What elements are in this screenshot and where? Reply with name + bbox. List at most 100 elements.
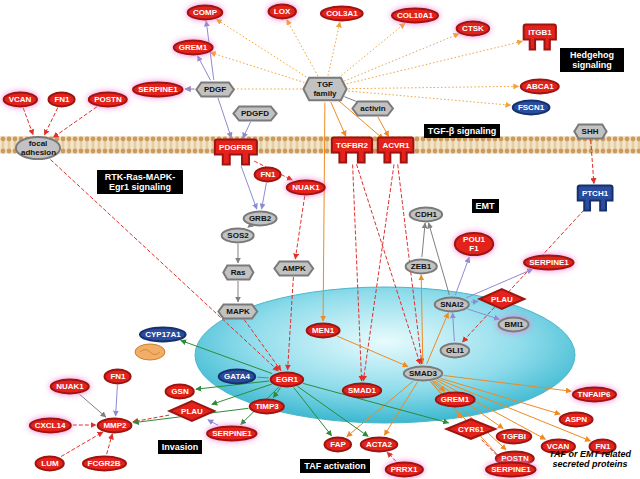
gene-label: GRB2 <box>249 214 271 223</box>
pathway-tag: TAF activation <box>300 459 369 473</box>
gene-label: NUAK1 <box>56 382 84 391</box>
receptor-shape: PTCH1 <box>577 185 613 211</box>
node-fill <box>480 289 525 309</box>
node-fill <box>303 78 346 101</box>
gene-label: POSTN <box>94 95 122 104</box>
node-fill <box>255 167 281 181</box>
gene-ellipse: SOS2 <box>221 228 254 243</box>
interaction-line <box>436 380 545 439</box>
interaction-line <box>323 103 325 322</box>
gene-label: PLAU <box>491 295 513 304</box>
group-note: TAF or EMT related secreted proteins <box>545 449 635 469</box>
gene-ellipse: FAP <box>324 437 352 452</box>
interaction-line <box>591 140 594 184</box>
interaction-line <box>471 301 478 303</box>
gene-ellipse: FN1 <box>254 167 281 182</box>
node-fill <box>170 401 215 421</box>
gene-label: PDGFRB <box>219 143 253 152</box>
gene-label: FN1 <box>260 170 275 179</box>
ligand-hexagon: activin <box>352 101 393 116</box>
interaction-line <box>181 340 273 373</box>
gene-ellipse: SNAI2 <box>434 297 470 312</box>
node-fill <box>378 138 414 163</box>
gene-label: SERPINE1 <box>529 258 569 267</box>
interaction-line <box>248 226 250 228</box>
ligand-hexagon: TGF family <box>303 77 347 101</box>
node-fill <box>105 369 131 383</box>
node-fill <box>392 8 438 22</box>
interaction-line <box>438 379 590 441</box>
interaction-line <box>107 434 113 454</box>
interaction-line <box>468 309 500 319</box>
interaction-line <box>238 281 239 302</box>
node-fill <box>410 207 442 221</box>
interaction-line <box>455 257 469 295</box>
gene-ellipse: GLI1 <box>440 343 470 358</box>
gene-ellipse: GREM1 <box>435 392 475 407</box>
interaction-line <box>353 165 362 382</box>
node-fill <box>325 437 351 451</box>
interaction-line <box>378 117 389 137</box>
gene-label: ABCA1 <box>526 82 554 91</box>
ligand-hexagon: AMPK <box>274 261 314 276</box>
node-fill <box>3 92 36 106</box>
gene-ellipse: FN1 <box>48 92 75 107</box>
interaction-line <box>421 275 423 364</box>
gene-ellipse: EGR1 <box>270 372 304 387</box>
gene-ellipse: SMAD3 <box>403 366 443 381</box>
node-fill <box>385 463 422 477</box>
gene-ellipse: TIMP3 <box>249 399 285 414</box>
gene-label: TGFBI <box>502 432 526 441</box>
gene-ellipse: CYP17A1 <box>139 327 187 342</box>
gene-label: GATA4 <box>224 372 250 381</box>
gene-ellipse: VCAN <box>3 92 38 107</box>
node-fill <box>133 82 183 96</box>
node-fill <box>166 384 194 398</box>
gene-ellipse: ASPN <box>559 412 593 427</box>
gene-ellipse: BMI1 <box>498 317 529 332</box>
ligand-hexagon: PDGFD <box>233 106 277 121</box>
node-fill <box>82 456 125 470</box>
gene-ellipse: SERPINE1 <box>485 462 537 477</box>
ligand-hexagon: Ras <box>223 265 254 280</box>
gene-label: PLAU <box>181 407 203 416</box>
interaction-line <box>387 452 396 461</box>
gene-ellipse: FCGR2B <box>82 456 127 471</box>
pathway-tag: Hedgehog signaling <box>560 48 624 72</box>
gene-ellipse: TNFAIP6 <box>572 387 617 402</box>
gene-label: CYP17A1 <box>145 330 181 339</box>
node-fill <box>441 343 470 357</box>
interaction-line <box>363 164 394 381</box>
node-fill <box>219 304 258 318</box>
gene-ellipse: LOX <box>268 4 296 19</box>
gene-label: SMAD3 <box>409 369 437 378</box>
interaction-line <box>254 161 292 180</box>
gene-label: CTSK <box>462 24 484 33</box>
node-fill <box>332 138 372 163</box>
node-fill <box>560 412 593 426</box>
gene-label: ACTA2 <box>366 440 392 449</box>
gene-label: FN1 <box>110 372 125 381</box>
gene-label: EGR1 <box>276 375 298 384</box>
gene-label: FN1 <box>54 95 69 104</box>
interaction-line <box>453 313 455 341</box>
interaction-line <box>61 432 103 457</box>
interaction-line <box>303 383 449 423</box>
node-fill <box>321 6 363 20</box>
node-fill <box>271 372 303 386</box>
interaction-line <box>262 183 267 209</box>
interaction-line <box>79 394 106 417</box>
gene-label: ACVR1 <box>382 141 409 150</box>
interaction-line <box>218 98 231 138</box>
gene-label: GSN <box>171 387 188 396</box>
interaction-line <box>244 320 281 371</box>
node-fill <box>524 255 574 269</box>
ligand-hexagon: PDGF <box>196 82 234 97</box>
interaction-line <box>287 20 318 77</box>
node-fill <box>521 79 559 93</box>
gene-label: TGF family <box>311 80 339 98</box>
gene-label: FAP <box>330 440 346 449</box>
interaction-line <box>288 277 294 370</box>
gene-ellipse: MEN1 <box>306 323 340 338</box>
